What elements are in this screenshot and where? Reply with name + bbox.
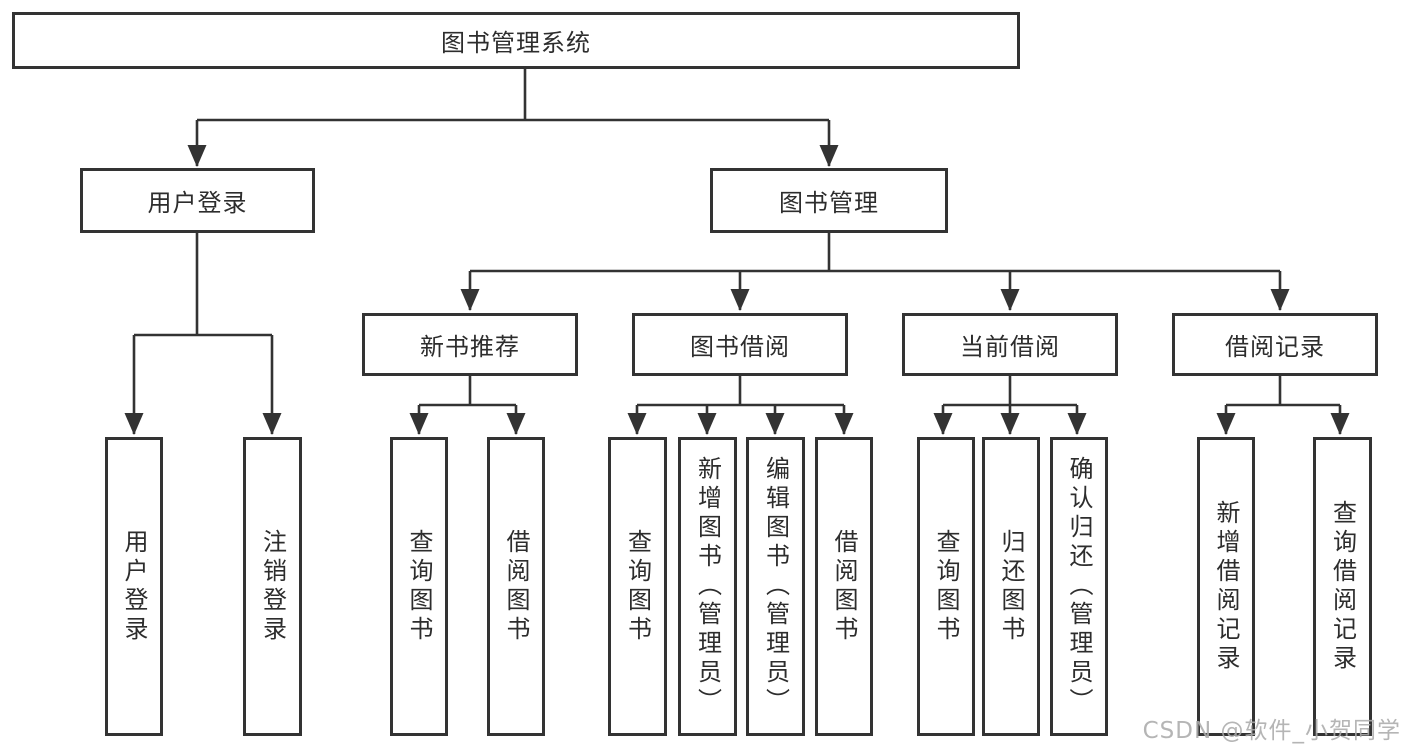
leaf-edit-book-admin: 编辑图书（管理员） xyxy=(746,437,805,736)
leaf-query-books-recommend-label: 查询图书 xyxy=(405,528,433,645)
leaf-add-borrow-record-label: 新增借阅记录 xyxy=(1212,499,1240,674)
node-user-login: 用户登录 xyxy=(80,168,315,233)
node-book-management: 图书管理 xyxy=(710,168,948,233)
leaf-query-books-borrow-label: 查询图书 xyxy=(623,528,652,645)
leaf-borrow-books-recommend: 借阅图书 xyxy=(487,437,545,736)
node-new-book-recommend-label: 新书推荐 xyxy=(420,333,520,361)
leaf-borrow-books: 借阅图书 xyxy=(815,437,873,736)
leaf-borrow-books-recommend-label: 借阅图书 xyxy=(502,528,530,645)
leaf-confirm-return-admin: 确认归还（管理员） xyxy=(1050,437,1108,736)
node-current-borrow: 当前借阅 xyxy=(902,313,1118,376)
leaf-user-login: 用户登录 xyxy=(105,437,163,736)
node-book-borrow: 图书借阅 xyxy=(632,313,848,376)
leaf-query-books-recommend: 查询图书 xyxy=(390,437,448,736)
leaf-confirm-return-admin-label: 确认归还（管理员） xyxy=(1065,456,1093,717)
leaf-add-borrow-record: 新增借阅记录 xyxy=(1197,437,1255,736)
leaf-query-books-current-label: 查询图书 xyxy=(932,528,960,645)
leaf-logout: 注销登录 xyxy=(243,437,302,736)
leaf-query-borrow-record: 查询借阅记录 xyxy=(1313,437,1372,736)
leaf-return-book-label: 归还图书 xyxy=(997,528,1025,645)
leaf-query-borrow-record-label: 查询借阅记录 xyxy=(1328,499,1357,674)
leaf-logout-label: 注销登录 xyxy=(258,528,287,645)
node-borrow-records-label: 借阅记录 xyxy=(1225,333,1325,361)
node-root-system: 图书管理系统 xyxy=(12,12,1020,69)
node-root-label: 图书管理系统 xyxy=(441,29,591,57)
node-book-management-label: 图书管理 xyxy=(779,189,879,217)
leaf-add-book-admin: 新增图书（管理员） xyxy=(678,437,737,736)
node-current-borrow-label: 当前借阅 xyxy=(960,333,1060,361)
leaf-edit-book-admin-label: 编辑图书（管理员） xyxy=(761,456,790,717)
watermark: CSDN @软件_小贺同学 xyxy=(1142,718,1401,744)
leaf-query-books-current: 查询图书 xyxy=(917,437,975,736)
node-user-login-label: 用户登录 xyxy=(147,189,248,217)
leaf-add-book-admin-label: 新增图书（管理员） xyxy=(693,456,722,717)
leaf-return-book: 归还图书 xyxy=(982,437,1040,736)
leaf-user-login-label: 用户登录 xyxy=(120,528,148,645)
leaf-borrow-books-label: 借阅图书 xyxy=(830,528,858,645)
node-book-borrow-label: 图书借阅 xyxy=(690,333,790,361)
node-new-book-recommend: 新书推荐 xyxy=(362,313,578,376)
node-borrow-records: 借阅记录 xyxy=(1172,313,1378,376)
leaf-query-books-borrow: 查询图书 xyxy=(608,437,667,736)
